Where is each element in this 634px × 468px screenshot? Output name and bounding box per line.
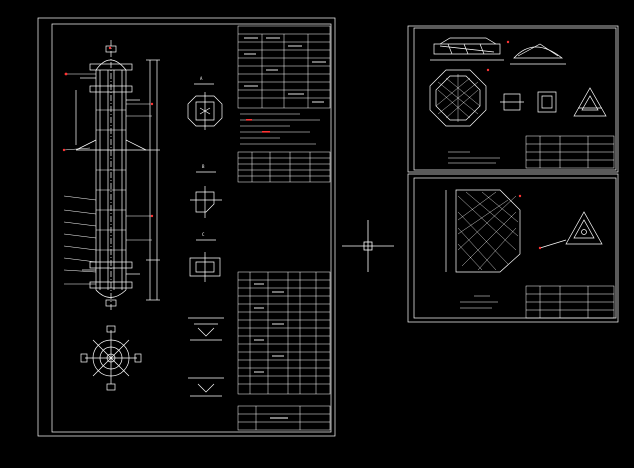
grid-packing-view: [445, 189, 521, 273]
base-plan-view: [80, 325, 142, 391]
notes-top: [448, 151, 500, 164]
title-block-bottom: [525, 285, 615, 319]
detail-sheet-bottom[interactable]: [407, 173, 619, 323]
design-data-table: [237, 25, 331, 109]
svg-text:A: A: [200, 76, 203, 81]
crosshair-cursor-icon: [342, 220, 394, 272]
column-vessel-drawing: [62, 40, 160, 310]
detail-sheet-top[interactable]: [407, 25, 619, 173]
detail-views: A B C: [187, 76, 224, 397]
parts-list-table: [237, 271, 331, 395]
nozzle-table: [237, 151, 331, 183]
technical-notes-block: [240, 113, 320, 145]
title-block: [237, 405, 331, 431]
notes-bottom: [460, 295, 498, 309]
main-assembly-sheet[interactable]: A B C: [37, 17, 336, 437]
title-block-top: [525, 135, 615, 169]
packing-support-view: [510, 43, 566, 65]
triangle-detail-view: [539, 211, 603, 249]
octagon-distributor-plan: [429, 69, 487, 127]
svg-text:B: B: [202, 164, 205, 169]
small-detail-views: [500, 87, 607, 117]
svg-text:C: C: [202, 232, 205, 237]
flange-section-view: [430, 37, 504, 61]
